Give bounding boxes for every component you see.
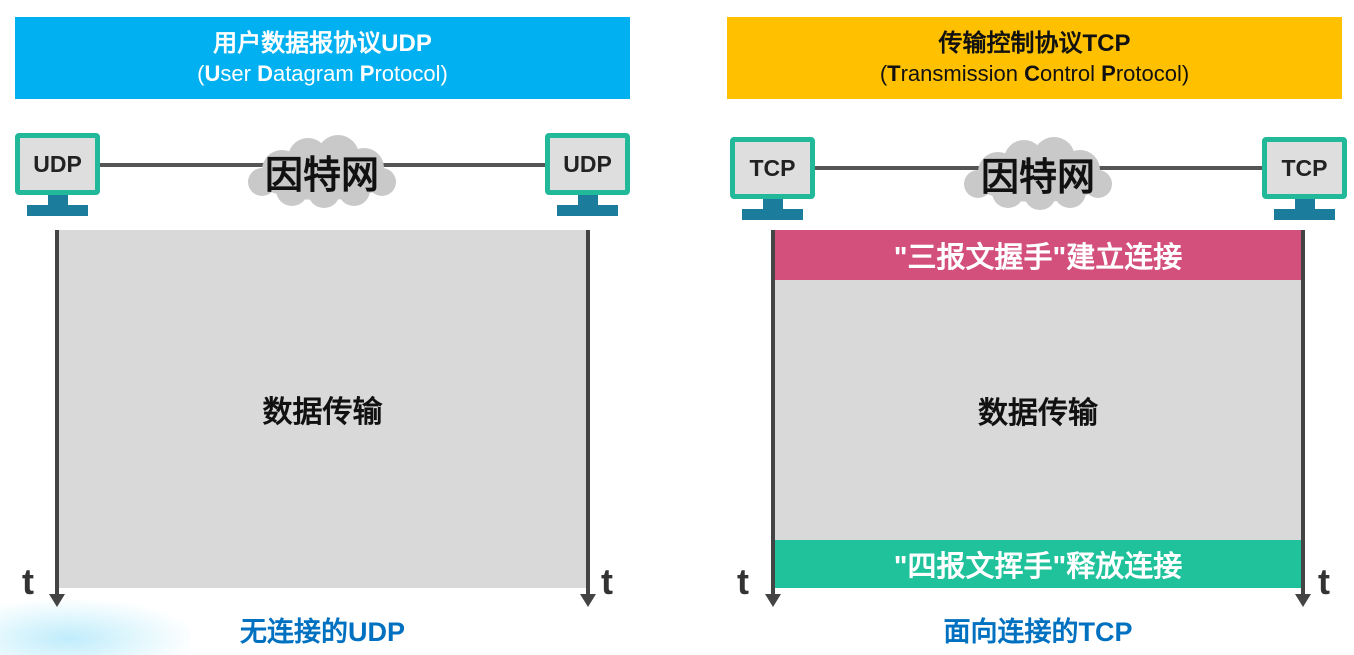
tcp-handshake-band: "三报文握手"建立连接: [775, 230, 1301, 280]
host-label: TCP: [749, 154, 796, 181]
host-label: UDP: [33, 150, 82, 177]
tcp-time-axis-right-label: t: [1318, 561, 1330, 602]
teardown-label: "四报文挥手"释放连接: [893, 551, 1183, 583]
arrow-down-icon: [49, 594, 65, 607]
udp-header-subtitle: (User Datagram Protocol): [15, 59, 630, 89]
cloud-label: 因特网: [980, 156, 1095, 199]
computer-icon: UDP: [545, 133, 630, 195]
handshake-label: "三报文握手"建立连接: [893, 242, 1183, 274]
monitor-stand-base: [742, 209, 803, 220]
computer-icon: TCP: [1262, 137, 1347, 199]
subtitle-initial: D: [257, 61, 273, 86]
udp-time-axis-right-label: t: [601, 561, 613, 602]
tcp-internet-cloud: 因特网: [958, 134, 1118, 212]
monitor-stand-neck: [48, 195, 68, 205]
subtitle-initial: C: [1024, 61, 1040, 86]
arrow-down-icon: [580, 594, 596, 607]
tcp-header-title: 传输控制协议TCP: [938, 30, 1131, 57]
monitor-stand-base: [1274, 209, 1335, 220]
tcp-header-banner: 传输控制协议TCP (Transmission Control Protocol…: [727, 17, 1342, 99]
monitor-stand-neck: [578, 195, 598, 205]
subtitle-segment: ransmission: [900, 61, 1025, 86]
tcp-header-subtitle: (Transmission Control Protocol): [727, 59, 1342, 89]
subtitle-initial: P: [1101, 61, 1116, 86]
subtitle-segment: ser: [220, 61, 258, 86]
arrow-down-icon: [1295, 594, 1311, 607]
monitor-stand-base: [557, 205, 618, 216]
monitor-stand-neck: [1295, 199, 1315, 209]
tcp-caption: 面向连接的TCP: [943, 617, 1133, 647]
tcp-data-transfer-area: 数据传输: [775, 280, 1301, 540]
tcp-teardown-band: "四报文挥手"释放连接: [775, 540, 1301, 588]
data-transfer-label: 数据传输: [262, 396, 383, 429]
subtitle-segment: (: [197, 61, 205, 86]
subtitle-segment: atagram: [272, 61, 360, 86]
computer-icon: UDP: [15, 133, 100, 195]
subtitle-initial: U: [204, 61, 221, 86]
udp-internet-cloud: 因特网: [242, 132, 402, 210]
tcp-timeline-right: [1301, 230, 1305, 596]
subtitle-segment: rotocol): [374, 61, 448, 86]
decorative-blob: [0, 600, 190, 655]
subtitle-segment: (: [879, 61, 888, 86]
data-transfer-label: 数据传输: [978, 397, 1098, 430]
udp-caption: 无连接的UDP: [239, 617, 405, 647]
udp-time-axis-left-label: t: [22, 561, 34, 602]
udp-host-left: UDP: [15, 133, 100, 217]
cloud-label: 因特网: [264, 154, 379, 197]
cloud-icon: [964, 137, 1112, 210]
udp-header-banner: 用户数据报协议UDP (User Datagram Protocol): [15, 17, 630, 99]
arrow-down-icon: [765, 594, 781, 607]
monitor-stand-neck: [763, 199, 783, 209]
tcp-host-left: TCP: [730, 137, 815, 221]
subtitle-initial: T: [887, 61, 901, 86]
udp-host-right: UDP: [545, 133, 630, 217]
subtitle-initial: P: [359, 61, 375, 86]
subtitle-segment: rotocol): [1115, 61, 1190, 86]
host-label: UDP: [563, 150, 612, 177]
monitor-stand-base: [27, 205, 88, 216]
udp-header-title: 用户数据报协议UDP: [213, 30, 432, 57]
tcp-host-right: TCP: [1262, 137, 1347, 221]
tcp-time-axis-left-label: t: [737, 561, 749, 602]
subtitle-segment: ontrol: [1039, 61, 1102, 86]
host-label: TCP: [1281, 154, 1328, 181]
udp-data-transfer-area: 数据传输: [59, 230, 586, 588]
computer-icon: TCP: [730, 137, 815, 199]
cloud-icon: [248, 135, 396, 208]
tcp-timeline-left: [771, 230, 775, 596]
udp-timeline-left: [55, 230, 59, 596]
udp-timeline-right: [586, 230, 590, 596]
